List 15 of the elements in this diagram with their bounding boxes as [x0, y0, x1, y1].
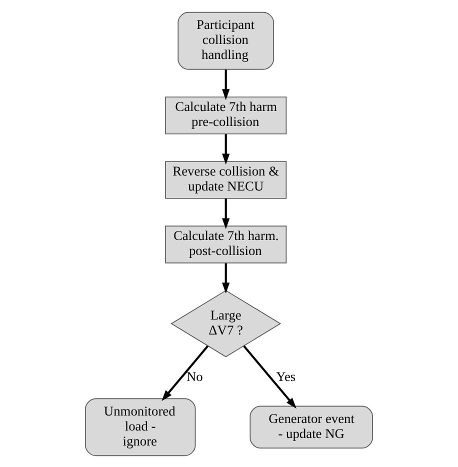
arrow: [162, 344, 209, 400]
arrow: [222, 69, 230, 100]
node-diamond: Large ΔV7 ?: [170, 290, 282, 357]
arrow: [222, 198, 230, 229]
node-box: Reverse collision & update NECU: [165, 160, 287, 198]
node-box: Generator event - update NG: [250, 405, 373, 448]
node-box: Participant collision handling: [178, 11, 274, 70]
arrow: [243, 344, 296, 408]
node-box: Calculate 7th harm. post-collision: [165, 225, 287, 263]
arrow: [222, 262, 230, 294]
edge-label: Yes: [276, 368, 296, 384]
node-box: Calculate 7th harm pre-collision: [165, 96, 287, 134]
arrow: [222, 134, 230, 164]
node-box: Unmonitored load - ignore: [85, 398, 196, 456]
edge-label: No: [186, 368, 203, 384]
